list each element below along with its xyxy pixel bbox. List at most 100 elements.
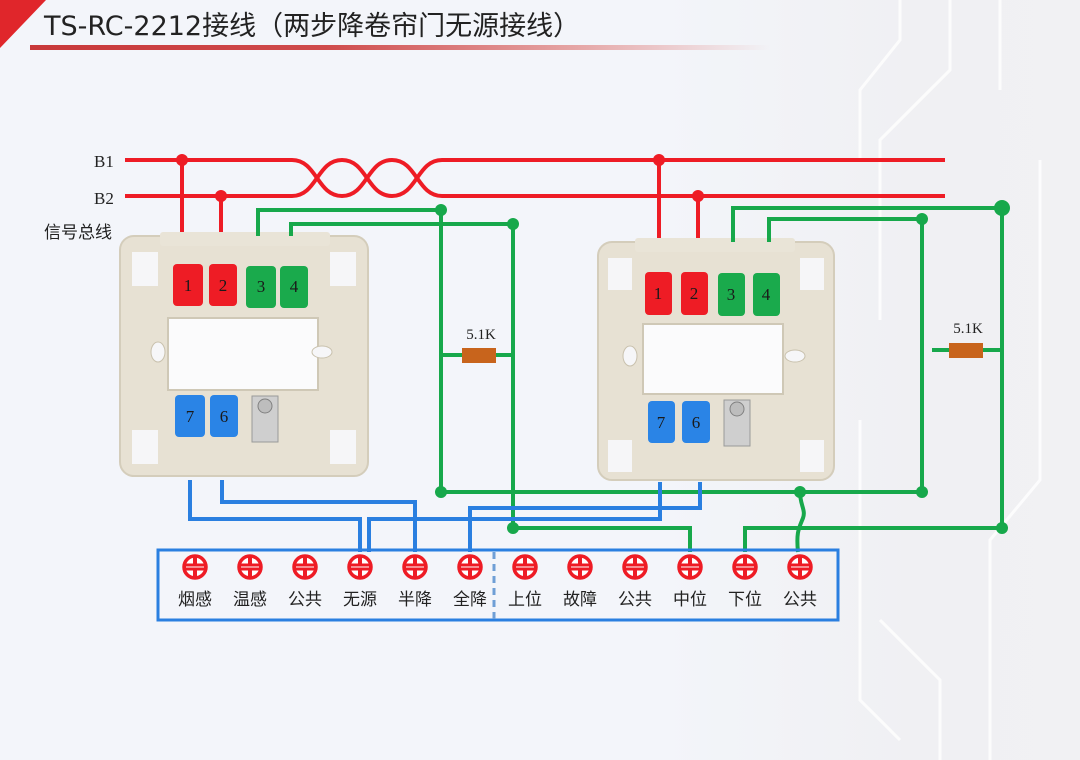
terminal-label: 1 — [184, 276, 193, 295]
green-wires — [256, 206, 1004, 553]
terminal-6 — [210, 395, 238, 437]
controller-terminal-label: 故障 — [563, 590, 597, 610]
terminal-screw-icon — [787, 554, 813, 580]
junction-dot — [916, 486, 928, 498]
controller-terminal: 温感 — [233, 554, 267, 610]
terminal-screw-icon — [512, 554, 538, 580]
signal-bus — [125, 157, 945, 199]
terminal-1 — [645, 272, 672, 315]
bus-junction-dots — [176, 154, 704, 202]
controller-terminal-label: 无源 — [343, 590, 377, 610]
controller-terminal-block — [156, 548, 840, 622]
background-traces — [858, 0, 1042, 760]
page-title: TS-RC-2212接线（两步降卷帘门无源接线） — [44, 11, 581, 42]
junction-dot — [435, 486, 447, 498]
terminal-label: 7 — [186, 407, 195, 426]
terminal-7 — [175, 395, 205, 437]
terminal-4 — [753, 273, 780, 316]
controller-terminal-label: 烟感 — [178, 590, 212, 610]
controller-terminal: 全降 — [453, 554, 487, 610]
terminal-6 — [682, 401, 710, 443]
terminal-label: 6 — [220, 407, 229, 426]
junction-dot — [435, 204, 447, 216]
resistor-label: 5.1K — [953, 321, 983, 337]
junction-dot — [692, 190, 704, 202]
bus-b2-line — [125, 157, 945, 199]
bus-drops — [180, 160, 700, 240]
resistor-left: 5.1K — [462, 327, 496, 363]
terminal-label: 7 — [657, 413, 666, 432]
terminal-7 — [648, 401, 675, 443]
controller-terminal: 上位 — [508, 554, 542, 610]
terminal-label: 3 — [727, 285, 736, 304]
terminal-4 — [280, 266, 308, 308]
terminal-screw-icon — [622, 554, 648, 580]
resistor-body — [949, 343, 983, 358]
controller-terminal: 故障 — [563, 554, 597, 610]
resistor-body — [462, 348, 496, 363]
terminal-label: 6 — [692, 413, 701, 432]
title-bar: TS-RC-2212接线（两步降卷帘门无源接线） — [0, 0, 1080, 54]
junction-dot — [916, 213, 928, 225]
terminal-screw-icon — [457, 554, 483, 580]
terminal-screw-icon — [732, 554, 758, 580]
junction-dot — [653, 154, 665, 166]
junction-dot — [994, 200, 1010, 216]
terminal-2 — [681, 272, 708, 315]
terminal-label: 2 — [690, 284, 699, 303]
controller-terminal-row: 烟感 温感 公共 无源 半降 全降 上位 故障 公共 中位 下位 公共 — [178, 554, 817, 610]
controller-terminal: 公共 — [618, 554, 652, 610]
controller-terminal: 下位 — [728, 554, 762, 610]
controller-terminal-label: 上位 — [508, 590, 542, 610]
terminal-label: 1 — [654, 284, 663, 303]
resistor-label: 5.1K — [466, 327, 496, 343]
controller-terminal-label: 下位 — [728, 590, 762, 610]
terminal-screw-icon — [567, 554, 593, 580]
terminal-screw-icon — [347, 554, 373, 580]
title-accent-triangle — [0, 0, 46, 48]
left-module — [119, 232, 369, 477]
controller-terminal-label: 中位 — [673, 590, 707, 610]
terminal-label: 3 — [257, 277, 266, 296]
controller-terminal-label: 公共 — [783, 590, 817, 610]
terminal-2 — [209, 264, 237, 306]
blue-wires — [188, 480, 702, 552]
terminal-label: 4 — [290, 277, 299, 296]
junction-dot — [507, 522, 519, 534]
terminal-screw-icon — [677, 554, 703, 580]
controller-terminal-label: 公共 — [618, 590, 652, 610]
terminal-label: 2 — [219, 276, 228, 295]
junction-dot — [507, 218, 519, 230]
signal-bus-label: 信号总线 — [44, 223, 112, 243]
junction-dot — [996, 522, 1008, 534]
controller-terminal-label: 公共 — [288, 590, 322, 610]
junction-dot — [176, 154, 188, 166]
title-underline — [30, 45, 770, 50]
controller-terminal: 公共 — [288, 554, 322, 610]
green-junction-dots — [435, 200, 1010, 534]
controller-terminal: 中位 — [673, 554, 707, 610]
bus-b1-label: B1 — [94, 152, 114, 171]
terminal-3 — [718, 273, 745, 316]
controller-terminal: 半降 — [398, 554, 432, 610]
terminal-screw-icon — [292, 554, 318, 580]
controller-terminal-label: 全降 — [453, 590, 487, 610]
terminal-screw-icon — [237, 554, 263, 580]
controller-terminal-label: 半降 — [398, 590, 432, 610]
controller-terminal-label: 温感 — [233, 590, 267, 610]
bus-b2-label: B2 — [94, 189, 114, 208]
right-module — [597, 238, 835, 481]
left-module-terminals: 1 2 3 4 7 6 — [173, 264, 308, 437]
terminal-1 — [173, 264, 203, 306]
controller-terminal: 烟感 — [178, 554, 212, 610]
terminal-screw-icon — [182, 554, 208, 580]
terminal-label: 4 — [762, 285, 771, 304]
junction-dot — [794, 486, 806, 498]
controller-terminal: 无源 — [343, 554, 377, 610]
right-module-terminals: 1 2 3 4 7 6 — [645, 272, 780, 443]
terminal-screw-icon — [402, 554, 428, 580]
junction-dot — [215, 190, 227, 202]
terminal-3 — [246, 266, 276, 308]
bus-b1-line — [125, 157, 443, 199]
